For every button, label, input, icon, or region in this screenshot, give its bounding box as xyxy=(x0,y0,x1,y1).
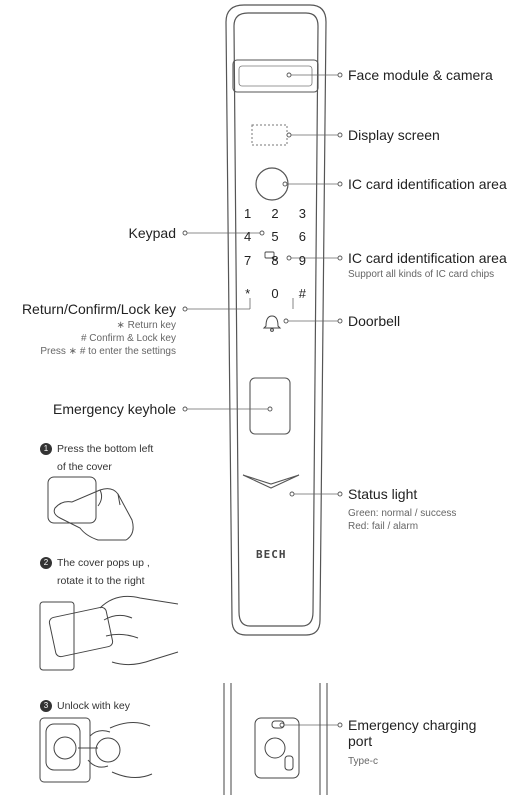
step-number-badge: 1 xyxy=(40,443,52,455)
step-number-badge: 2 xyxy=(40,557,52,569)
label-display-screen: Display screen xyxy=(348,127,440,143)
step2-illustration xyxy=(39,595,179,671)
keypad-key[interactable]: 5 xyxy=(271,229,279,245)
label-face-module: Face module & camera xyxy=(348,67,493,83)
keypad-key[interactable]: 3 xyxy=(298,206,306,221)
keypad-key[interactable]: 0 xyxy=(271,285,279,301)
status-light-chevron xyxy=(242,474,300,489)
note-return-key: ∗ Return key xyxy=(116,320,176,331)
keypad-key[interactable]: 6 xyxy=(298,229,306,245)
note-confirm-lock-key: # Confirm & Lock key xyxy=(80,333,176,344)
step-3: 3 Unlock with key xyxy=(40,697,130,715)
note-settings: Press ∗ # to enter the settings xyxy=(40,346,176,357)
step-2: 2 The cover pops up , rotate it to the ri… xyxy=(40,554,150,590)
label-charging-port-line1: Emergency charging xyxy=(348,717,477,733)
label-return-confirm-lock: Return/Confirm/Lock key xyxy=(21,301,176,317)
step-text: The cover pops up , xyxy=(57,557,150,569)
back-panel xyxy=(223,683,328,795)
emergency-keyhole xyxy=(249,377,291,435)
label-charging-port: Emergency charging port xyxy=(348,717,476,749)
step-text: Unlock with key xyxy=(57,700,130,712)
label-keypad: Keypad xyxy=(128,225,176,241)
label-status-light: Status light xyxy=(348,486,418,502)
note-ic-card-chips: Support all kinds of IC card chips xyxy=(348,269,495,280)
step-number-badge: 3 xyxy=(40,700,52,712)
note-status-red: Red: fail / alarm xyxy=(348,521,419,532)
keypad-key[interactable]: * xyxy=(245,285,251,301)
step-text: rotate it to the right xyxy=(57,575,145,587)
label-ic-card-area-2: IC card identification area xyxy=(348,250,507,266)
charging-port xyxy=(254,717,300,779)
display-screen xyxy=(251,124,288,146)
label-emergency-keyhole: Emergency keyhole xyxy=(53,401,176,417)
keypad-key[interactable]: 4 xyxy=(244,229,252,245)
keypad-key[interactable]: 8 xyxy=(271,252,279,268)
step3-illustration xyxy=(39,717,153,783)
step-1: 1 Press the bottom left of the cover xyxy=(40,440,153,476)
label-charging-port-line2: port xyxy=(348,733,373,749)
bell-icon xyxy=(262,315,282,332)
step1-illustration xyxy=(47,476,134,541)
label-doorbell: Doorbell xyxy=(348,313,401,329)
keypad-key[interactable]: 9 xyxy=(298,252,306,268)
label-ic-card-area: IC card identification area xyxy=(348,176,507,192)
face-module xyxy=(232,59,319,93)
keypad-key[interactable]: 7 xyxy=(244,252,252,268)
note-status-green: Green: normal / success xyxy=(348,508,457,519)
note-charging-type: Type-c xyxy=(348,756,379,767)
keypad-key[interactable]: # xyxy=(298,285,306,301)
lock-body xyxy=(225,4,327,636)
keypad: 1 2 3 4 5 6 7 8 9 * 0 # xyxy=(234,206,316,306)
key-card-icon xyxy=(264,251,278,262)
brand-logo: BECH xyxy=(256,548,287,561)
step-text: Press the bottom left xyxy=(57,443,154,455)
step-text: of the cover xyxy=(57,461,112,473)
keypad-key[interactable]: 1 xyxy=(244,206,252,221)
keypad-key[interactable]: 2 xyxy=(271,206,279,221)
